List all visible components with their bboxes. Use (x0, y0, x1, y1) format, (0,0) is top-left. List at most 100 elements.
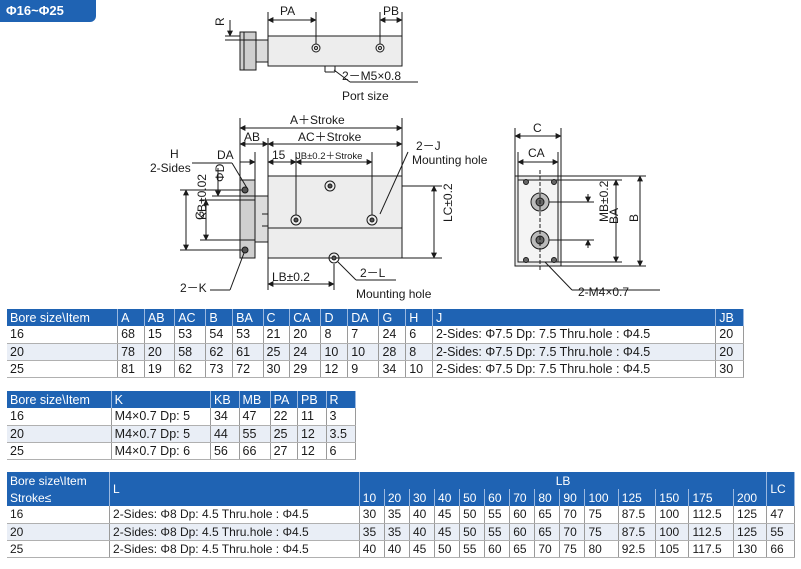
table-header-cell: BA (232, 309, 264, 326)
table-cell: 72 (232, 360, 264, 378)
a-stroke-label: A＋Stroke (290, 113, 345, 127)
table-header-cell: DA (347, 309, 380, 326)
table-cell: 40 (384, 540, 410, 558)
table-header-cell: CA (289, 309, 322, 326)
table-row: 20 2-Sides: Φ8 Dp: 4.5 Thru.hole : Φ4.5 … (7, 523, 795, 541)
table-cell: 8 (405, 343, 433, 361)
table-cell: 34 (378, 360, 407, 378)
c-label: C (533, 121, 542, 135)
pb-label: PB (383, 4, 399, 18)
table-header-cell: 20 (384, 489, 410, 506)
table-cell: 25 (270, 425, 298, 443)
table-cell: 45 (434, 506, 461, 524)
d15-label: 15 (272, 148, 286, 162)
pa-label: PA (280, 4, 295, 18)
table-header-cell: J (432, 309, 717, 326)
table-cell: 2-Sides: Φ8 Dp: 4.5 Thru.hole : Φ4.5 (109, 506, 360, 524)
table-cell: 58 (174, 343, 207, 361)
table-cell: 3 (326, 408, 357, 426)
table-header-cell: K (111, 391, 211, 408)
phi-d-label: ΦD (213, 163, 227, 182)
table-cell: 34 (210, 408, 240, 426)
table-header-cell: 175 (688, 489, 735, 506)
table-cell: 25 (7, 540, 111, 558)
table-cell: 75 (584, 506, 619, 524)
table-cell: 25 (7, 360, 119, 378)
table-cell: 20 (144, 343, 176, 361)
table-cell: 6 (326, 442, 357, 460)
table-cell: 60 (509, 523, 536, 541)
table-header-cell: LC (766, 472, 795, 506)
table-cell: 24 (378, 326, 407, 344)
table-cell: 62 (205, 343, 234, 361)
top-view (225, 12, 418, 83)
table-cell: 2-Sides: Φ8 Dp: 4.5 Thru.hole : Φ4.5 (109, 540, 360, 558)
table-cell: 53 (174, 326, 207, 344)
table-cell: 65 (534, 506, 561, 524)
table-cell: 10 (320, 343, 349, 361)
lb-label: LB±0.2 (272, 270, 310, 284)
g-label: G (193, 211, 207, 220)
table-cell: 20 (7, 343, 119, 361)
table-cell: 21 (263, 326, 291, 344)
table-cell: 130 (733, 540, 768, 558)
table-cell: 87.5 (618, 506, 657, 524)
table-cell: 55 (484, 506, 511, 524)
table-header-cell: AC (174, 309, 207, 326)
table-cell: 100 (655, 523, 690, 541)
table-cell: 112.5 (688, 523, 735, 541)
port-spec-label: 2－M5×0.8 (342, 69, 401, 83)
table-cell: M4×0.7 Dp: 5 (111, 408, 211, 426)
table-header-cell: KB (210, 391, 240, 408)
table-cell: 9 (347, 360, 380, 378)
table-cell: 70 (534, 540, 561, 558)
side-view (514, 128, 660, 291)
table-cell: 10 (347, 343, 380, 361)
lc-label: LC±0.2 (441, 183, 455, 222)
table-cell: 20 (715, 343, 744, 361)
table-cell: 68 (117, 326, 145, 344)
table-header-row: Bore size\Item A AB AC B BA C CA D DA G … (7, 309, 744, 326)
table-cell: 80 (584, 540, 619, 558)
table-cell: 65 (534, 523, 561, 541)
l-mounting-label: Mounting hole (356, 287, 432, 301)
table-cell: 35 (384, 523, 410, 541)
k-spec-label: 2－K (180, 281, 207, 295)
table-cell: 16 (7, 408, 112, 426)
table-cell: 28 (378, 343, 407, 361)
table-header-cell: 60 (484, 489, 511, 506)
table-cell: 55 (484, 523, 511, 541)
da-label: DA (217, 148, 234, 162)
ac-stroke-label: AC＋Stroke (298, 130, 362, 144)
table-cell: 8 (320, 326, 349, 344)
table-header-cell: PA (270, 391, 298, 408)
table-header-cell: Bore size\Item (7, 391, 112, 408)
table-header-cell: MB (239, 391, 271, 408)
table-cell: 105 (655, 540, 690, 558)
table-header-cell: C (263, 309, 291, 326)
table-cell: 2-Sides: Φ7.5 Dp: 7.5 Thru.hole : Φ4.5 (432, 326, 717, 344)
table-header-cell: Stroke≤ (7, 489, 111, 506)
table-cell: 2-Sides: Φ7.5 Dp: 7.5 Thru.hole : Φ4.5 (432, 343, 717, 361)
table-cell: 75 (584, 523, 619, 541)
technical-drawing: PA PB R 2－M5×0.8 Port size (150, 4, 660, 301)
table-cell: 61 (232, 343, 264, 361)
table-header-cell: 50 (459, 489, 486, 506)
table-header-cell: Bore size\Item (7, 472, 111, 489)
table-cell: 70 (559, 506, 586, 524)
b-label: B (627, 214, 641, 222)
table-cell: 66 (766, 540, 795, 558)
table-header-row: Stroke≤ 10 20 30 40 50 60 70 80 90 100 1… (7, 489, 795, 506)
table-header-cell: B (205, 309, 234, 326)
table-cell: 12 (297, 425, 327, 443)
table-header-cell: JB (715, 309, 744, 326)
table-cell: 45 (409, 540, 436, 558)
table-cell: 24 (289, 343, 322, 361)
table-cell: 20 (289, 326, 322, 344)
table-header-row: Bore size\Item L LB LC (7, 472, 795, 506)
table-cell: 11 (297, 408, 327, 426)
table-cell: 100 (655, 506, 690, 524)
